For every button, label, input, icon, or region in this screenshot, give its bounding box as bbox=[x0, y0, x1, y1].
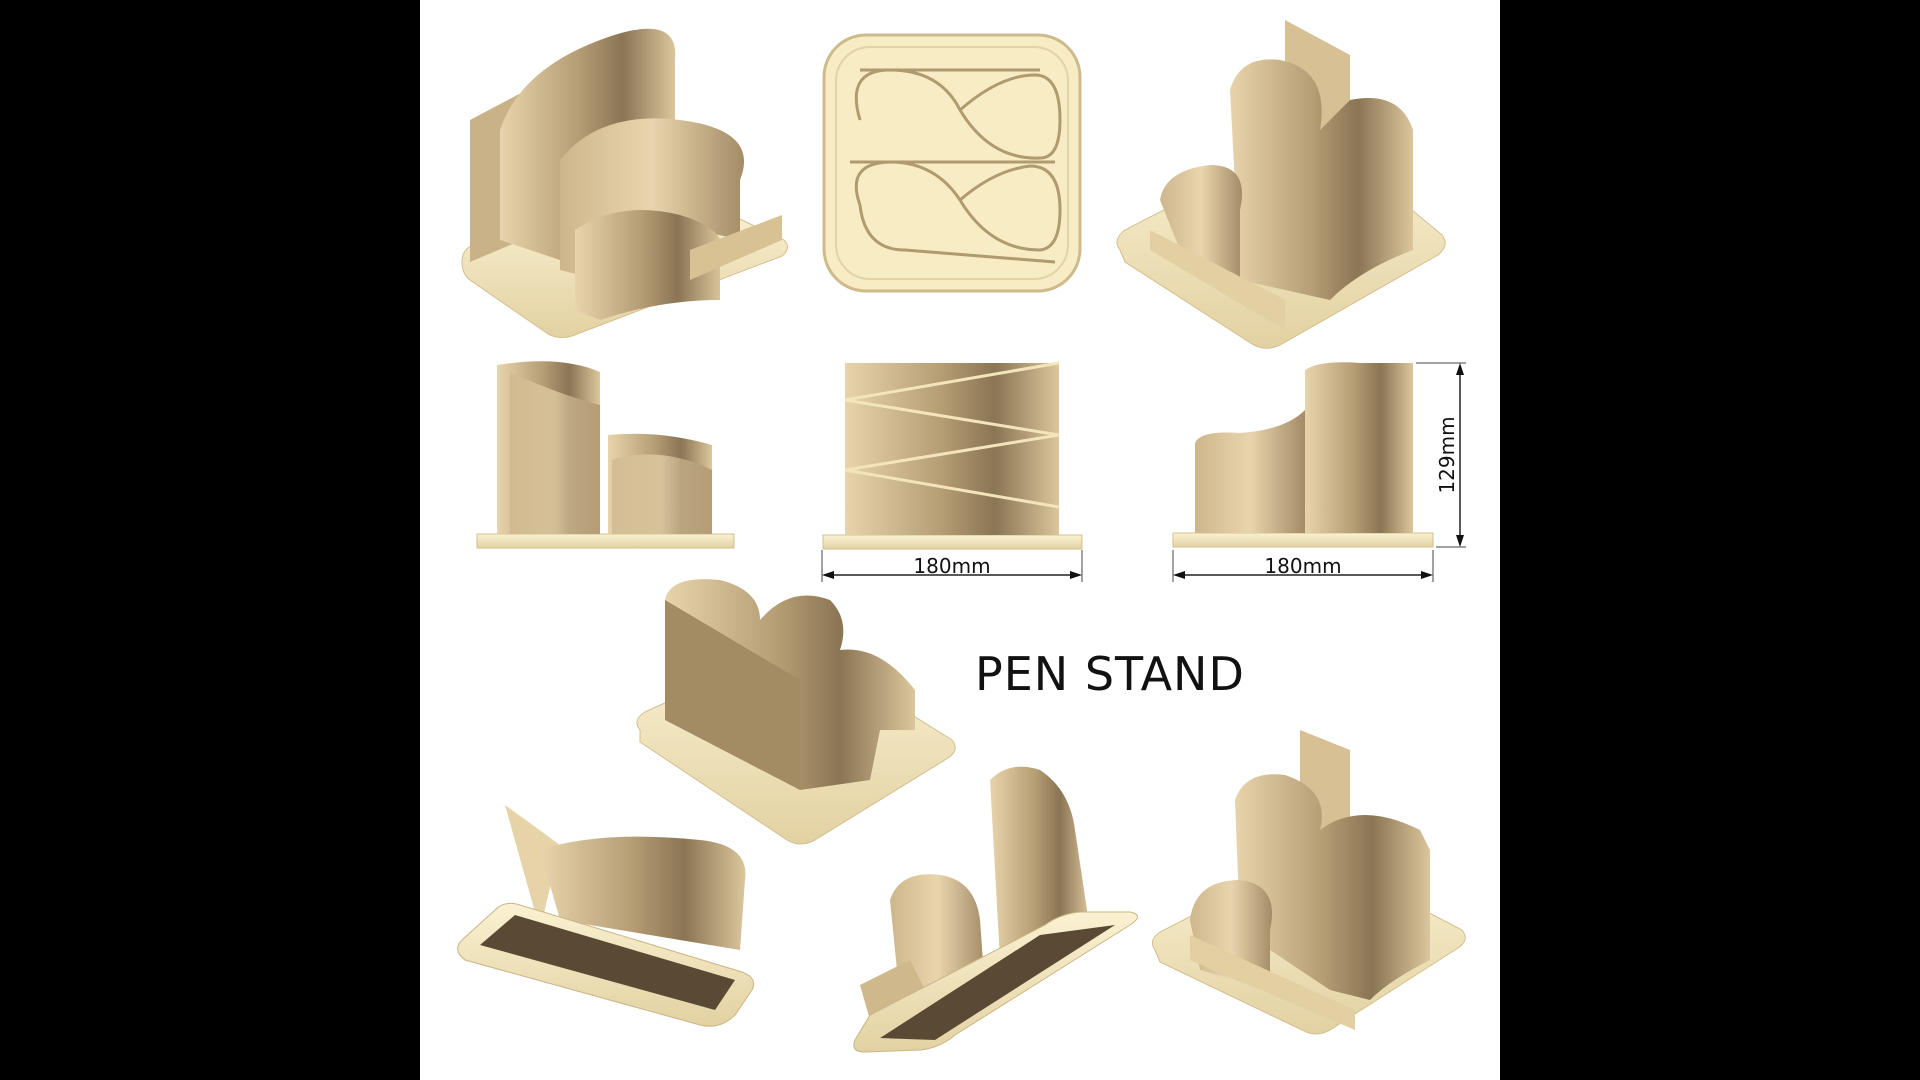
title: PEN STAND bbox=[975, 647, 1245, 701]
side-view-left bbox=[476, 361, 735, 549]
front-view bbox=[822, 361, 1083, 550]
isometric-view-1 bbox=[461, 28, 788, 339]
dimension-side-width: 180mm bbox=[1172, 550, 1434, 582]
bottom-view-1 bbox=[457, 805, 755, 1027]
dimension-height: 129mm bbox=[1416, 362, 1466, 548]
side-width-label: 180mm bbox=[1264, 554, 1341, 578]
top-view bbox=[822, 33, 1082, 293]
height-label: 129mm bbox=[1435, 416, 1459, 493]
side-view-right bbox=[1172, 362, 1434, 548]
isometric-view-2 bbox=[1116, 20, 1446, 349]
front-width-label: 180mm bbox=[913, 554, 990, 578]
isometric-view-3 bbox=[636, 579, 956, 845]
dimension-front-width: 180mm bbox=[821, 550, 1083, 582]
bottom-view-2 bbox=[853, 766, 1138, 1053]
isometric-view-4 bbox=[1151, 730, 1466, 1035]
